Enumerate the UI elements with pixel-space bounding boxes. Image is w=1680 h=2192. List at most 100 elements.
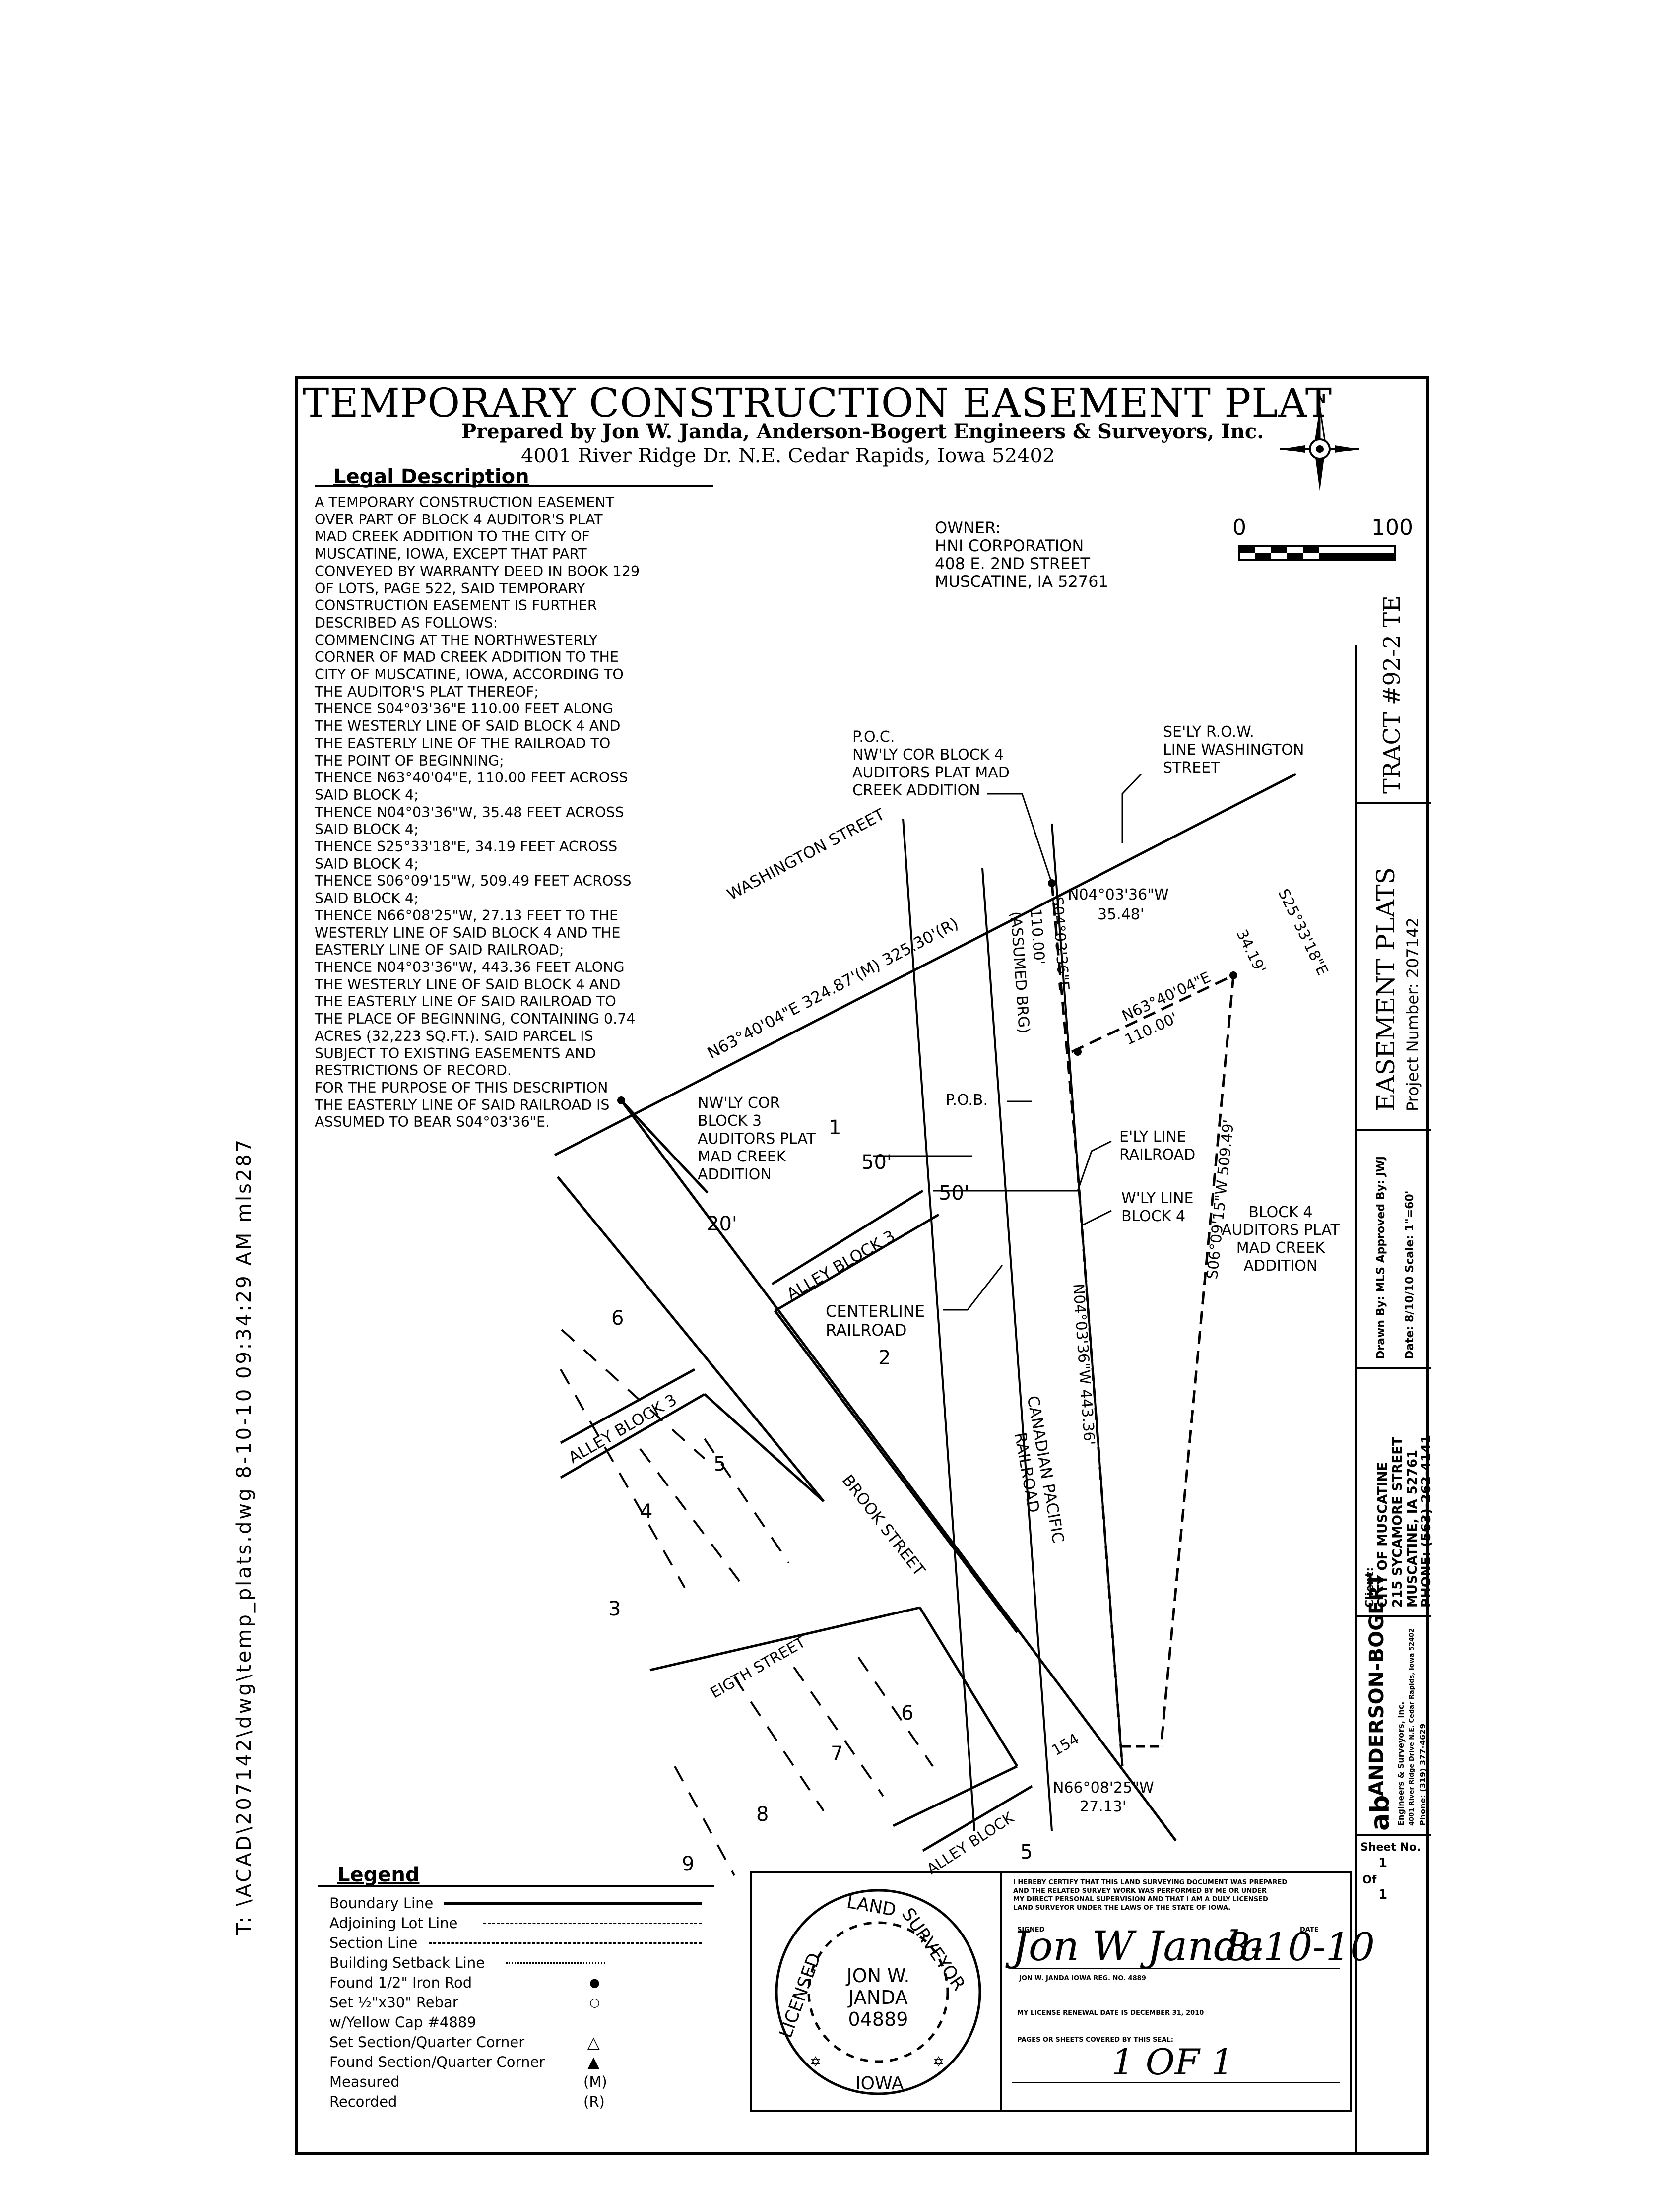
legal-line: SAID BLOCK 4; [315, 890, 419, 907]
legal-line: THENCE N04°03'36"W, 35.48 FEET ACROSS [315, 804, 624, 821]
wly-line-label: W'LY LINE BLOCK 4 [1121, 1190, 1193, 1225]
legend-label: Set ½"x30" Rebar [329, 1994, 458, 2011]
dimension-50-a: 50' [861, 1151, 892, 1174]
signed-label: SIGNED [1017, 1926, 1045, 1934]
plat-title: TEMPORARY CONSTRUCTION EASEMENT PLAT [303, 380, 1333, 426]
legal-line: CONSTRUCTION EASEMENT IS FURTHER [315, 597, 597, 614]
legend-item: Found 1/2" Iron Rod● [329, 1973, 716, 1993]
sheet-number-cell: Sheet No. 1 Of 1 [1357, 1836, 1429, 2153]
seal-divider [1000, 1871, 1002, 2112]
legal-line: SAID BLOCK 4; [315, 855, 419, 872]
owner-line: 408 E. 2ND STREET [935, 554, 1090, 573]
of-total: 1 [1378, 1887, 1388, 1902]
legal-line: OVER PART OF BLOCK 4 AUDITOR'S PLAT [315, 511, 603, 528]
legal-line: ASSUMED TO BEAR S04°03'36"E. [315, 1114, 550, 1131]
legal-line: THE WESTERLY LINE OF SAID BLOCK 4 AND [315, 976, 621, 993]
row-line: STREET [1163, 759, 1220, 776]
legal-description: A TEMPORARY CONSTRUCTION EASEMENT OVER P… [315, 494, 640, 1131]
legend-item: Section Line [329, 1933, 716, 1953]
dimension-50-b: 50' [939, 1182, 969, 1205]
legal-line: SAID BLOCK 4; [315, 786, 419, 803]
sheet-label: Sheet No. [1360, 1841, 1421, 1854]
project-number: Project Number: 207142 [1403, 917, 1422, 1111]
dimension-20: 20' [707, 1213, 737, 1235]
legal-line: THE EASTERLY LINE OF SAID RAILROAD TO [315, 993, 616, 1010]
certification-line: LAND SURVEYOR UNDER THE LAWS OF THE STAT… [1013, 1904, 1231, 1912]
certification-line: MY DIRECT PERSONAL SUPERVISION AND THAT … [1013, 1896, 1268, 1903]
legal-line: COMMENCING AT THE NORTHWESTERLY [315, 632, 598, 648]
legal-line: THE EASTERLY LINE OF THE RAILROAD TO [315, 735, 611, 752]
client-cell: Client: CITY OF MUSCATINE 215 SYCAMORE S… [1357, 1369, 1434, 1617]
block4-line: BLOCK 4 [1248, 1204, 1313, 1221]
wly-line: W'LY LINE [1121, 1190, 1194, 1207]
legend-item: Building Setback Line [329, 1953, 716, 1973]
surveyor-signature: Jon W Janda [1012, 1923, 1264, 1970]
n66-distance-label: 27.13' [1080, 1798, 1127, 1815]
seal-license-number: 04889 [848, 2008, 908, 2030]
poc-line: P.O.C. [852, 728, 895, 746]
lot-label: 5 [1020, 1841, 1033, 1864]
lot-label: 5 [713, 1453, 726, 1476]
measured-symbol: (M) [583, 2073, 607, 2090]
legal-line: CITY OF MUSCATINE, IOWA, ACCORDING TO [315, 666, 624, 683]
certification-line: I HEREBY CERTIFY THAT THIS LAND SURVEYIN… [1013, 1879, 1288, 1886]
row-line: LINE WASHINGTON [1163, 741, 1304, 759]
lot-label: 4 [640, 1500, 653, 1523]
sheet-number: 1 [1378, 1856, 1388, 1870]
north-label: N [1316, 392, 1326, 406]
legend-list: Boundary Line Adjoining Lot Line Section… [329, 1893, 716, 2112]
wly-line: BLOCK 4 [1121, 1208, 1186, 1225]
lot-label: 7 [831, 1742, 843, 1765]
legal-line: THENCE S06°09'15"W, 509.49 FEET ACROSS [315, 873, 632, 890]
legend-label: Recorded [329, 2093, 397, 2110]
file-path-stamp: T: \ACAD\207142\dwg\temp_plats.dwg 8-10-… [233, 1137, 256, 1935]
nw-cor-block3-label: NW'LY COR BLOCK 3 AUDITORS PLAT MAD CREE… [698, 1095, 816, 1184]
legend-label: Found Section/Quarter Corner [329, 2054, 545, 2070]
legal-line: THENCE N63°40'04"E, 110.00 FEET ACROSS [315, 770, 628, 786]
legal-line: MUSCATINE, IOWA, EXCEPT THAT PART [315, 546, 587, 563]
owner-line: MUSCATINE, IA 52761 [935, 572, 1108, 591]
legend-label: Section Line [329, 1934, 418, 1951]
company-logo-icon: ab [1365, 1795, 1395, 1831]
printed-name: JON W. JANDA IOWA REG. NO. 4889 [1019, 1975, 1146, 1982]
legal-line: OF LOTS, PAGE 522, SAID TEMPORARY [315, 580, 585, 597]
project-cell: EASEMENT PLATS Project Number: 207142 [1357, 804, 1431, 1131]
legal-line: CORNER OF MAD CREEK ADDITION TO THE [315, 649, 619, 666]
ely-line: E'LY LINE [1119, 1128, 1186, 1146]
poc-line: CREEK ADDITION [852, 782, 980, 799]
seal-bottom-text: IOWA [855, 2073, 904, 2094]
lot-1-label: 1 [829, 1116, 841, 1139]
pages-rule [1012, 2082, 1340, 2083]
boundary-line-symbol [444, 1902, 702, 1905]
n04-short-bearing-label: N04°03'36"W [1068, 886, 1169, 903]
certification-box [750, 1871, 1352, 2112]
surveyor-seal: ✡ ✡ LAND LICENSED SURVEYOR IOWA JON W. J… [764, 1880, 992, 2104]
nw-cor-line: NW'LY COR [698, 1095, 780, 1112]
legal-line: SUBJECT TO EXISTING EASEMENTS AND [315, 1045, 596, 1062]
scale-bar [1238, 545, 1396, 561]
north-arrow: N [1270, 392, 1369, 506]
scale-bar-start: 0 [1232, 515, 1246, 540]
legend-title-rule [318, 1885, 714, 1887]
lot-label: 6 [611, 1307, 624, 1330]
legal-line: A TEMPORARY CONSTRUCTION EASEMENT [315, 494, 615, 511]
svg-text:✡: ✡ [933, 2054, 944, 2070]
legal-line: ACRES (32,223 SQ.FT.). SAID PARCEL IS [315, 1028, 593, 1044]
of-label: Of [1362, 1874, 1377, 1886]
legal-description-heading: Legal Description [333, 465, 529, 488]
preparer-address: 4001 River Ridge Dr. N.E. Cedar Rapids, … [521, 445, 1055, 467]
legend-item: Boundary Line [329, 1893, 716, 1913]
legend-label: Adjoining Lot Line [329, 1915, 458, 1932]
legal-line: SAID BLOCK 4; [315, 821, 419, 838]
company-name: ANDERSON-BOGERT [1365, 1573, 1388, 1796]
svg-text:✡: ✡ [810, 2054, 821, 2070]
legend-item: w/Yellow Cap #4889 [329, 2012, 716, 2032]
legal-line: THE POINT OF BEGINNING; [315, 752, 504, 769]
legend-label: Boundary Line [329, 1895, 434, 1912]
seal-ring-icon: ✡ ✡ [775, 1889, 981, 2095]
plat-sheet [295, 376, 1429, 2155]
ely-line-label: E'LY LINE RAILROAD [1119, 1128, 1195, 1164]
nw-cor-line: MAD CREEK [698, 1148, 786, 1165]
centerline-line: RAILROAD [826, 1321, 907, 1340]
nw-cor-line: ADDITION [698, 1166, 772, 1183]
